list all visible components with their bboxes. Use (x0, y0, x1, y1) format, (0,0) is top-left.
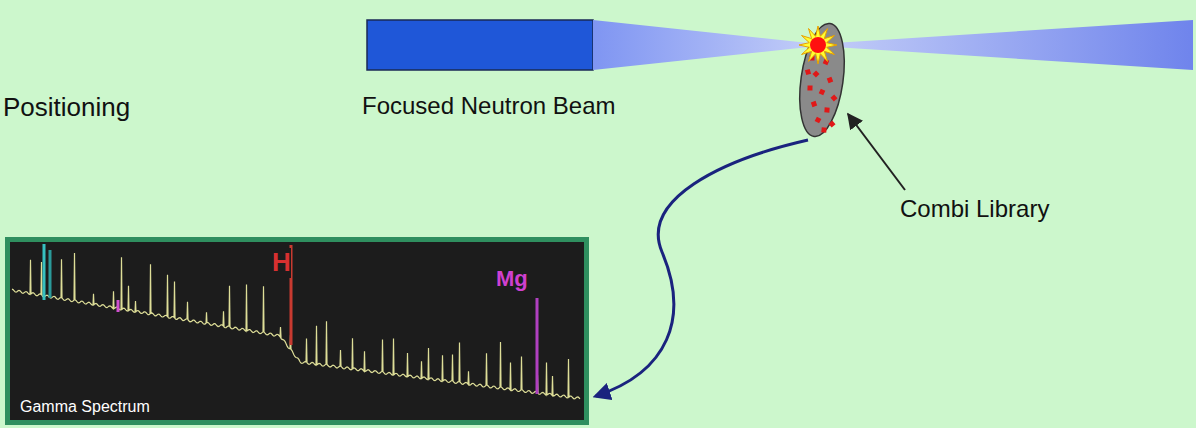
leader-arrow (848, 114, 905, 190)
library-spot (830, 94, 837, 101)
element-peak (117, 300, 120, 312)
text-slot: H (272, 248, 291, 278)
library-spot (821, 127, 826, 132)
library-spot (824, 107, 829, 112)
label-slot: Focused Neutron Beam (362, 92, 615, 120)
label-slot: Combi Library (900, 195, 1049, 223)
library-spot (815, 117, 822, 124)
library-spots (805, 56, 838, 133)
beam-guide (367, 20, 593, 70)
text-slot: Mg (496, 266, 528, 291)
element-peak (536, 298, 539, 394)
library-spot (812, 70, 819, 77)
diagram-label: Positioning (3, 93, 130, 123)
sample-library (793, 21, 850, 140)
emission-arrow (596, 140, 808, 396)
spectrum-panel: H MgGamma Spectrum (5, 237, 589, 425)
library-spot (811, 101, 817, 107)
element-peak (43, 244, 46, 300)
library-spot (827, 77, 833, 83)
library-spot (807, 85, 812, 90)
element-peak (49, 250, 52, 298)
beam-spot (810, 37, 826, 53)
peak-label: Mg (496, 266, 528, 291)
library-spot (805, 69, 811, 75)
diagram-label: Focused Neutron Beam (362, 92, 615, 120)
beam-cone (593, 20, 818, 70)
diagram-label: Combi Library (900, 195, 1049, 223)
beam-cone (818, 20, 1193, 70)
label-slot: Positioning (3, 93, 130, 123)
library-spot (819, 89, 826, 96)
spectrum-trace (12, 253, 580, 399)
impact-burst (799, 26, 837, 64)
library-spot (828, 120, 835, 127)
text-slot: Gamma Spectrum (20, 398, 150, 416)
panel-caption: Gamma Spectrum (20, 398, 150, 416)
peak-label: H (272, 248, 291, 278)
